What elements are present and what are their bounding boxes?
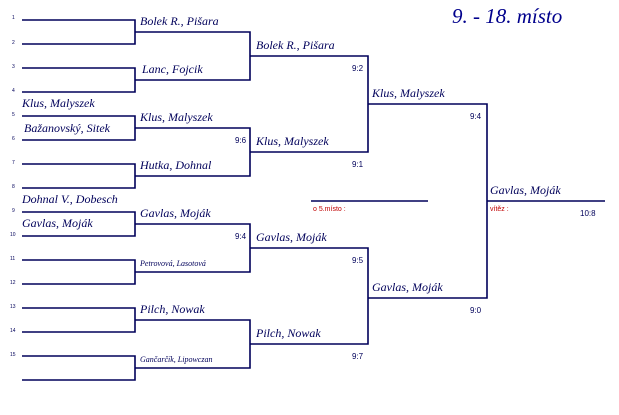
r3-pair-2 <box>250 247 369 345</box>
round2-entry: Gavlas, Moják <box>140 206 211 220</box>
round2-entry: Hutka, Dohnal <box>140 158 212 172</box>
seed-number: 15 <box>10 352 16 358</box>
seed-number: 14 <box>10 328 16 334</box>
seed-number: 8 <box>12 184 15 190</box>
seed-number: 13 <box>10 304 16 310</box>
round3-entry: Klus, Malyszek <box>256 134 329 148</box>
seed-number: 3 <box>12 64 15 70</box>
round2-entry: Gančarčík, Lipowczan <box>140 355 213 364</box>
seed-number: 5 <box>12 112 15 118</box>
match-score: 9:0 <box>470 306 482 315</box>
round1-entry: Klus, Malyszek <box>22 96 95 110</box>
semifinal-entry: Klus, Malyszek <box>372 86 445 100</box>
seed-number: 6 <box>12 136 15 142</box>
r1-pair-6 <box>22 259 136 285</box>
round3-entry: Bolek R., Pišara <box>256 38 335 52</box>
seed-number: 4 <box>12 88 15 94</box>
match-score: 9:2 <box>352 64 364 73</box>
seed-number: 11 <box>10 256 16 262</box>
r1-pair-1 <box>22 19 136 45</box>
round1-entry: Gavlas, Moják <box>22 216 93 230</box>
seed-number: 1 <box>12 15 15 21</box>
final-winner: Gavlas, Moják <box>490 183 561 197</box>
seed-number: 12 <box>10 280 16 286</box>
semifinal-entry: Gavlas, Moják <box>372 280 443 294</box>
page-title: 9. - 18. místo <box>452 4 563 28</box>
seed-number: 9 <box>12 208 15 214</box>
final-score: 10:8 <box>580 209 596 218</box>
round1-entry: Bažanovský, Sitek <box>24 121 110 135</box>
match-score: 9:7 <box>352 352 364 361</box>
match-score: 9:6 <box>235 136 247 145</box>
seed-number: 7 <box>12 160 15 166</box>
round3-entry: Pilch, Nowak <box>256 326 321 340</box>
match-score: 9:5 <box>352 256 364 265</box>
r1-pair-2 <box>22 67 136 93</box>
seed-number: 2 <box>12 40 15 46</box>
round2-entry: Petrovová, Lasotová <box>140 259 206 268</box>
round3-entry: Gavlas, Moják <box>256 230 327 244</box>
round2-entry: Bolek R., Pišara <box>140 14 219 28</box>
seed-number: 10 <box>10 232 16 238</box>
r1-pair-4 <box>22 163 136 189</box>
round2-entry: Klus, Malyszek <box>140 110 213 124</box>
round2-entry: Lanc, Fojcik <box>142 62 203 76</box>
winner-label: vítěz : <box>490 206 509 213</box>
r1-pair-7 <box>22 307 136 333</box>
place-label: o 5.místo : <box>313 206 346 213</box>
match-score: 9:1 <box>352 160 364 169</box>
r1-pair-8 <box>22 355 136 381</box>
round2-entry: Pilch, Nowak <box>140 302 205 316</box>
round1-entry: Dohnal V., Dobesch <box>22 192 118 206</box>
match-score: 9:4 <box>470 112 482 121</box>
match-score: 9:4 <box>235 232 247 241</box>
